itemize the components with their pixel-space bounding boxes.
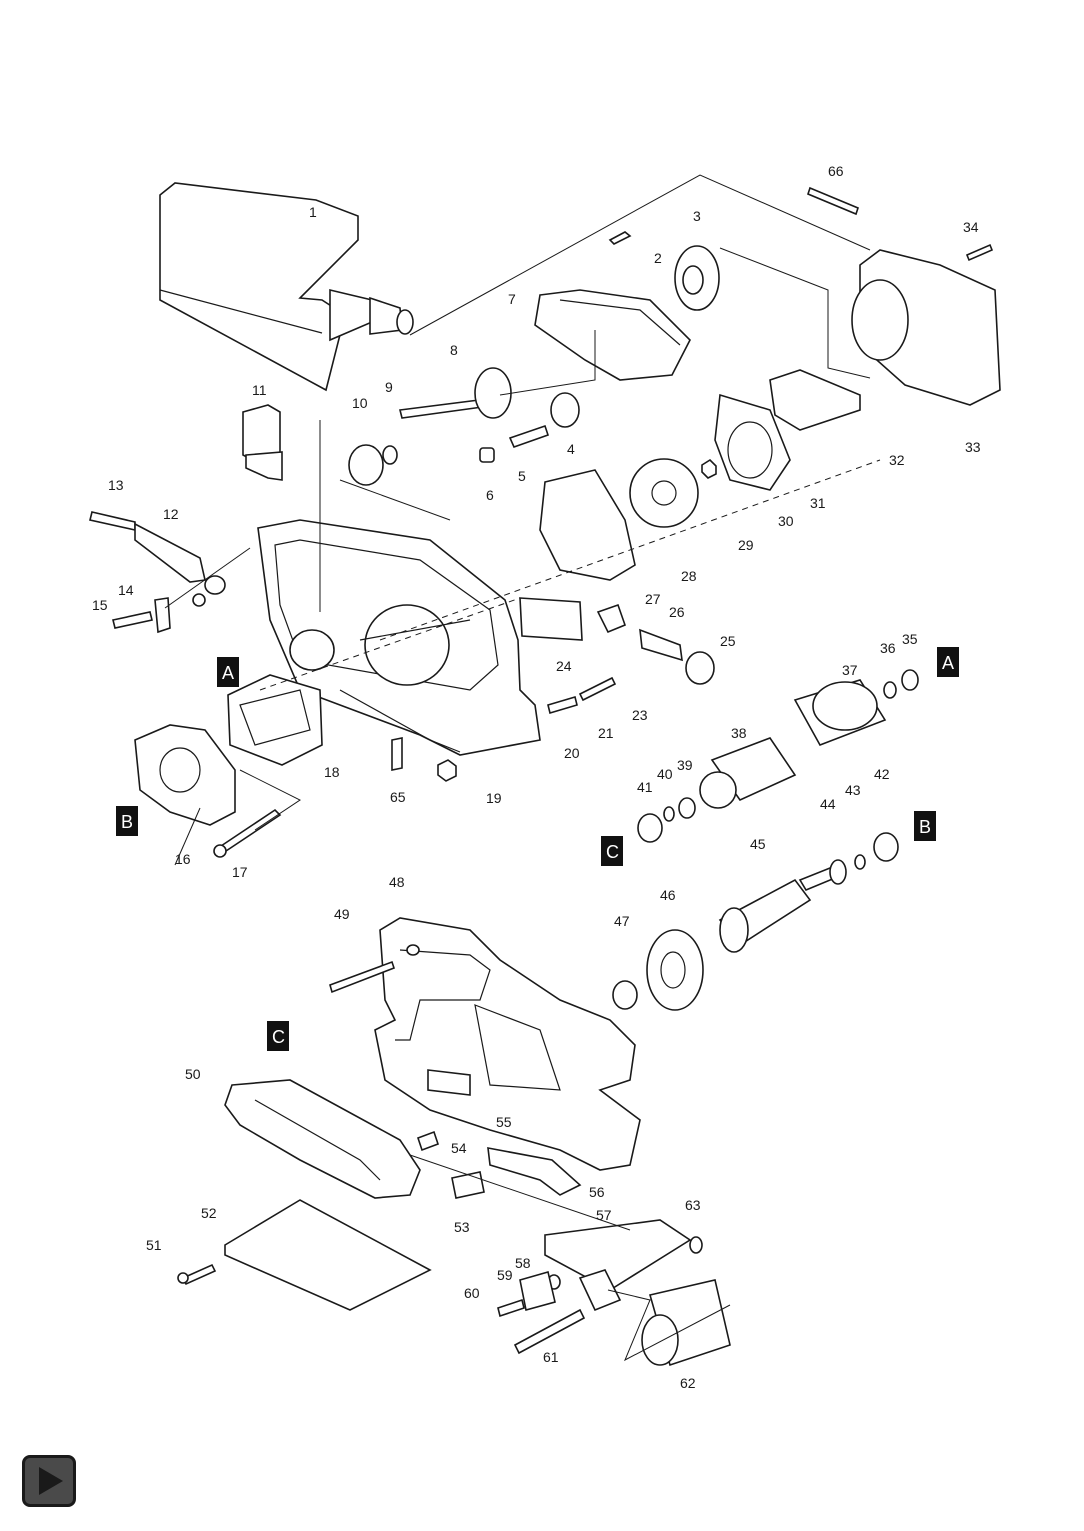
part-label: 62 <box>680 1375 696 1391</box>
armature-assembly <box>612 669 919 1011</box>
play-button[interactable] <box>22 1455 76 1507</box>
part-label: 43 <box>845 782 861 798</box>
section-tag-c-left: C <box>267 1021 289 1051</box>
part-label: 2 <box>654 250 662 266</box>
part-label: 18 <box>324 764 340 780</box>
part-label: 15 <box>92 597 108 613</box>
part-label: 4 <box>567 441 575 457</box>
section-tag-c-right: C <box>601 836 623 866</box>
dust-bag <box>159 182 414 392</box>
part-label: 10 <box>352 395 368 411</box>
part-label: 8 <box>450 342 458 358</box>
motor-housing <box>257 519 541 756</box>
part-label: 51 <box>146 1237 162 1253</box>
part-label: 17 <box>232 864 248 880</box>
part-label: 63 <box>685 1197 701 1213</box>
part-label: 23 <box>632 707 648 723</box>
part-label: 14 <box>118 582 134 598</box>
part-label: 21 <box>598 725 614 741</box>
part-label: 60 <box>464 1285 480 1301</box>
svg-text:B: B <box>919 817 931 837</box>
part-label: 13 <box>108 477 124 493</box>
part-label: 29 <box>738 537 754 553</box>
part-label: 27 <box>645 591 661 607</box>
part-label: 36 <box>880 640 896 656</box>
svg-text:A: A <box>222 663 234 683</box>
svg-text:C: C <box>272 1027 285 1047</box>
part-label: 52 <box>201 1205 217 1221</box>
section-tag-b-left: B <box>116 806 138 836</box>
fan-guide-assembly <box>348 231 720 486</box>
part-label: 19 <box>486 790 502 806</box>
part-label: 20 <box>564 745 580 761</box>
part-label: 24 <box>556 658 572 674</box>
section-tag-b-right: B <box>914 811 936 841</box>
pulley-fan-cluster <box>539 186 1001 581</box>
handle-housing <box>329 917 641 1171</box>
part-label: 34 <box>963 219 979 235</box>
tension-assembly <box>497 1219 731 1367</box>
part-label: 49 <box>334 906 350 922</box>
svg-text:C: C <box>606 842 619 862</box>
stator-assembly <box>134 674 323 858</box>
part-label: 65 <box>390 789 406 805</box>
part-label: 47 <box>614 913 630 929</box>
cord-assembly <box>89 511 226 634</box>
part-label: 31 <box>810 495 826 511</box>
part-label: 11 <box>252 382 267 398</box>
part-label: 7 <box>508 291 516 307</box>
part-label: 45 <box>750 836 766 852</box>
part-label: 39 <box>677 757 693 773</box>
part-label: 1 <box>309 204 317 220</box>
part-label: 35 <box>902 631 918 647</box>
section-tag-a-right: A <box>937 647 959 677</box>
part-label: 58 <box>515 1255 531 1271</box>
part-label: 61 <box>543 1349 559 1365</box>
part-label: 28 <box>681 568 697 584</box>
section-tag-a-left: A <box>217 657 239 687</box>
part-label: 3 <box>693 208 701 224</box>
part-label: 40 <box>657 766 673 782</box>
small-hardware <box>391 597 715 782</box>
part-label: 30 <box>778 513 794 529</box>
assembly-lines <box>164 174 881 1362</box>
part-label: 9 <box>385 379 393 395</box>
part-label: 12 <box>163 506 179 522</box>
part-label: 48 <box>389 874 405 890</box>
part-label: 50 <box>185 1066 201 1082</box>
part-label: 38 <box>731 725 747 741</box>
svg-text:B: B <box>121 812 133 832</box>
part-label: 66 <box>828 163 844 179</box>
part-label: 32 <box>889 452 905 468</box>
part-label: 5 <box>518 468 526 484</box>
part-label: 42 <box>874 766 890 782</box>
switch <box>242 404 283 481</box>
part-label: 44 <box>820 796 836 812</box>
part-number-labels: 1 2 3 4 5 6 7 8 9 10 11 12 13 14 15 16 1… <box>92 163 981 1391</box>
part-label: 6 <box>486 487 494 503</box>
part-label: 57 <box>596 1207 612 1223</box>
part-label: 41 <box>637 779 653 795</box>
base-plate <box>177 1079 582 1311</box>
part-label: 53 <box>454 1219 470 1235</box>
part-label: 26 <box>669 604 685 620</box>
part-label: 16 <box>175 851 191 867</box>
part-label: 54 <box>451 1140 467 1156</box>
part-label: 55 <box>496 1114 512 1130</box>
play-icon <box>39 1467 63 1495</box>
part-label: 25 <box>720 633 736 649</box>
svg-text:A: A <box>942 653 954 673</box>
part-label: 56 <box>589 1184 605 1200</box>
part-label: 46 <box>660 887 676 903</box>
part-label: 59 <box>497 1267 513 1283</box>
part-label: 33 <box>965 439 981 455</box>
part-label: 37 <box>842 662 858 678</box>
